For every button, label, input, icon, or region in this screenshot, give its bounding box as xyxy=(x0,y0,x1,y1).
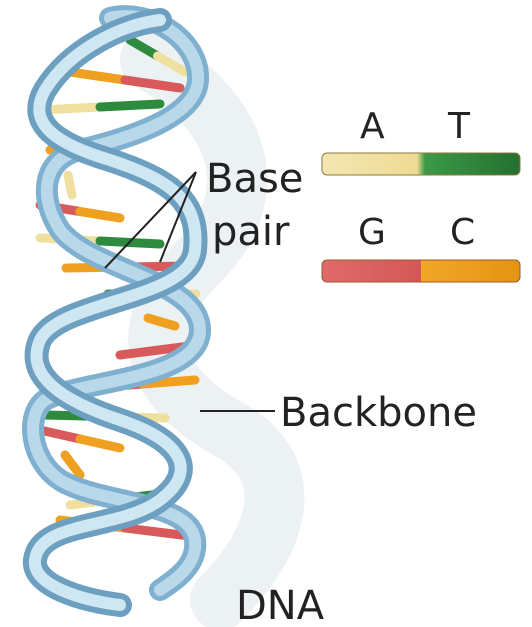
legend-g-label: G xyxy=(358,212,386,253)
base-pair-5-right xyxy=(70,185,72,195)
base-label: Base xyxy=(206,156,303,202)
base-pair-2-left xyxy=(70,72,125,80)
base-pair-15-right xyxy=(73,465,81,475)
base-pair-10-right xyxy=(162,322,176,326)
base-pair-11-left xyxy=(120,351,155,356)
base-pair-3-right xyxy=(100,104,160,107)
legend-t-label: T xyxy=(447,106,471,147)
backbone-label: Backbone xyxy=(280,390,477,436)
base-pair-6-right xyxy=(80,212,120,219)
base-pair-14-left xyxy=(40,430,80,439)
pair-label: pair xyxy=(212,209,290,255)
base-pair-14-right xyxy=(80,439,120,448)
dna-title: DNA xyxy=(236,583,325,627)
legend: A T G C xyxy=(322,106,520,282)
legend-c-label: C xyxy=(450,212,475,253)
legend-gc-bar xyxy=(322,260,520,282)
legend-at-bar xyxy=(322,153,520,175)
legend-a-label: A xyxy=(360,106,385,147)
